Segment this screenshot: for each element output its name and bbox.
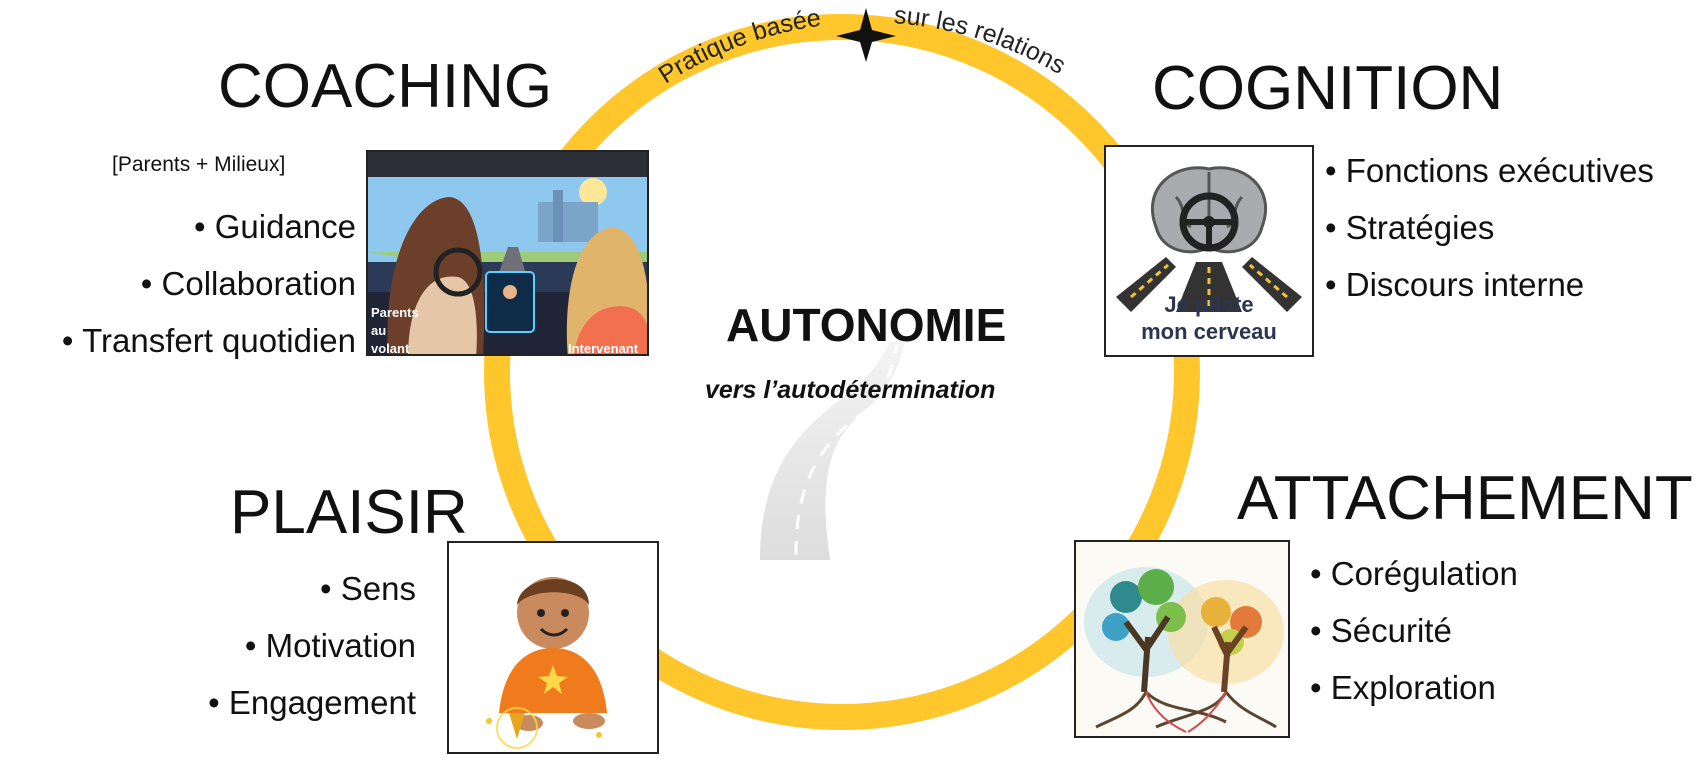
car-interior-illustration: Parents au volant Intervenant bbox=[366, 150, 649, 356]
plaisir-bullet: Sens bbox=[130, 560, 416, 617]
brain-label-line2: mon cerveau bbox=[1141, 319, 1277, 344]
ring-arc-text: Pratique basée bbox=[654, 4, 823, 89]
center-title: AUTONOMIE bbox=[726, 299, 1007, 351]
yellow-ring bbox=[484, 14, 1200, 730]
winding-road-icon bbox=[760, 342, 905, 560]
cognition-bullet: Stratégies bbox=[1325, 199, 1654, 256]
attachement-bullet: Sécurité bbox=[1310, 602, 1518, 659]
car-label-line1: Parents bbox=[371, 305, 419, 320]
attachement-bullet: Corégulation bbox=[1310, 545, 1518, 602]
car-label-line2: au bbox=[371, 323, 386, 338]
attachement-bullet: Exploration bbox=[1310, 659, 1518, 716]
arc-text-left: Pratique basée bbox=[654, 4, 823, 89]
coaching-note: [Parents + Milieux] bbox=[112, 153, 286, 176]
cognition-bullets: Fonctions exécutives Stratégies Discours… bbox=[1325, 142, 1654, 313]
plaisir-title: PLAISIR bbox=[230, 478, 468, 547]
brain-steering-wheel-illustration: Je pilote mon cerveau bbox=[1104, 145, 1314, 357]
coaching-title: COACHING bbox=[218, 52, 553, 121]
coaching-bullet: Collaboration bbox=[30, 255, 356, 312]
plaisir-bullet: Motivation bbox=[130, 617, 416, 674]
plaisir-bullet: Engagement bbox=[130, 674, 416, 731]
attachement-bullets: Corégulation Sécurité Exploration bbox=[1310, 545, 1518, 716]
two-trees-roots-illustration bbox=[1074, 540, 1290, 738]
coaching-bullet: Transfert quotidien bbox=[30, 312, 356, 369]
plaisir-bullets: Sens Motivation Engagement bbox=[130, 560, 416, 731]
car-label-line3: volant bbox=[371, 341, 410, 356]
child-spinning-top-illustration bbox=[447, 541, 659, 754]
car-label-right: Intervenant bbox=[568, 341, 639, 356]
cognition-bullet: Discours interne bbox=[1325, 256, 1654, 313]
coaching-bullets: Guidance Collaboration Transfert quotidi… bbox=[30, 198, 356, 369]
four-point-star-icon bbox=[836, 8, 896, 62]
center-subtitle: vers l’autodétermination bbox=[705, 376, 996, 404]
brain-label-line1: Je pilote bbox=[1164, 292, 1253, 317]
cognition-title: COGNITION bbox=[1152, 54, 1504, 123]
coaching-bullet: Guidance bbox=[30, 198, 356, 255]
cognition-bullet: Fonctions exécutives bbox=[1325, 142, 1654, 199]
attachement-title: ATTACHEMENT bbox=[1237, 464, 1693, 533]
